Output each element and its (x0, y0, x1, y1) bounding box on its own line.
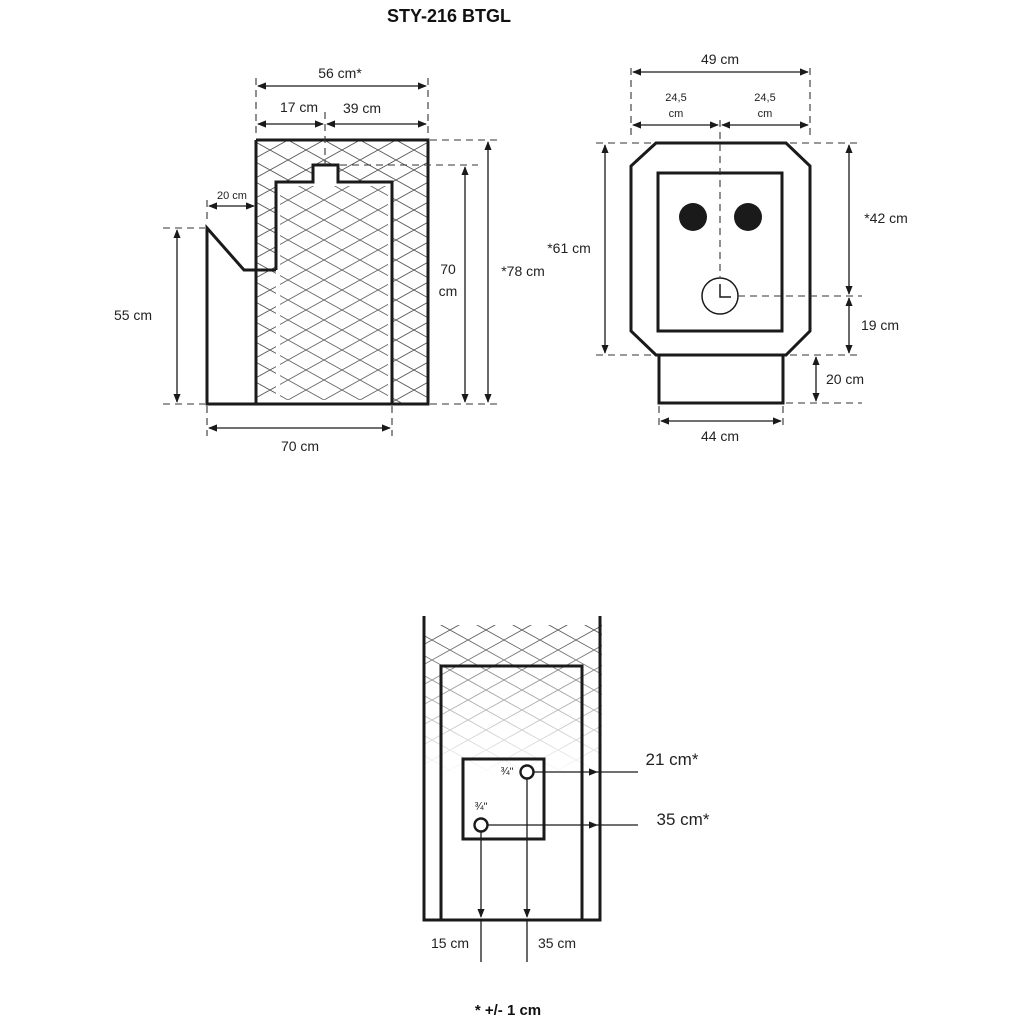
front-base-width-label: 44 cm (701, 428, 739, 444)
tolerance-footnote: * +/- 1 cm (475, 1002, 541, 1019)
side-view: 56 cm* 17 cm 39 cm 20 cm 55 cm 70 cm *78… (114, 65, 545, 454)
front-half-right-label-1: 24,5 (754, 92, 775, 104)
side-total-height-label: *78 cm (501, 263, 545, 279)
pipe-upper-icon (519, 764, 535, 780)
front-view: 49 cm 24,5 cm 24,5 cm *61 cm *42 cm 19 c… (547, 51, 908, 444)
control-knob-left (679, 203, 707, 231)
rear-heater-body (439, 664, 584, 922)
rear-stone-mesh (424, 625, 602, 775)
control-knob-right (734, 203, 762, 231)
side-inner-height-label-2: cm (439, 283, 458, 299)
front-half-left-label-2: cm (669, 108, 684, 120)
drawing-title: STY-216 BTGL (387, 6, 511, 26)
front-top-width-label: 49 cm (701, 51, 739, 67)
pipe-upper-offset-label: 35 cm (538, 935, 576, 951)
pipe-upper-size-label: ¾" (500, 766, 513, 778)
side-top-total-label: 56 cm* (318, 65, 362, 81)
side-left-height-label: 55 cm (114, 307, 152, 323)
side-bottom-width-label: 70 cm (281, 438, 319, 454)
pipe-lower-offset-label: 15 cm (431, 935, 469, 951)
front-half-left-label-1: 24,5 (665, 92, 686, 104)
side-top-left-label: 17 cm (280, 99, 318, 115)
side-inner-height-label-1: 70 (440, 261, 456, 277)
side-top-right-label: 39 cm (343, 100, 381, 116)
front-body (629, 141, 812, 357)
front-half-right-label-2: cm (758, 108, 773, 120)
rear-connection-plate (461, 757, 546, 841)
front-lower-right-label: 19 cm (861, 317, 899, 333)
pipe-lower-size-label: ¾" (474, 801, 487, 813)
side-outline (205, 138, 430, 406)
front-base-height-label: 20 cm (826, 371, 864, 387)
pipe-lower-height-label: 35 cm* (657, 810, 710, 829)
pipe-upper-height-label: 21 cm* (646, 750, 699, 769)
front-body-height-label: *61 cm (547, 240, 591, 256)
rear-view: ¾" ¾" 21 cm* 35 cm* 15 cm 35 cm (422, 616, 710, 962)
pipe-lower-icon (473, 817, 489, 833)
front-upper-right-label: *42 cm (864, 210, 908, 226)
side-step-label: 20 cm (217, 190, 247, 202)
front-base (657, 353, 785, 405)
